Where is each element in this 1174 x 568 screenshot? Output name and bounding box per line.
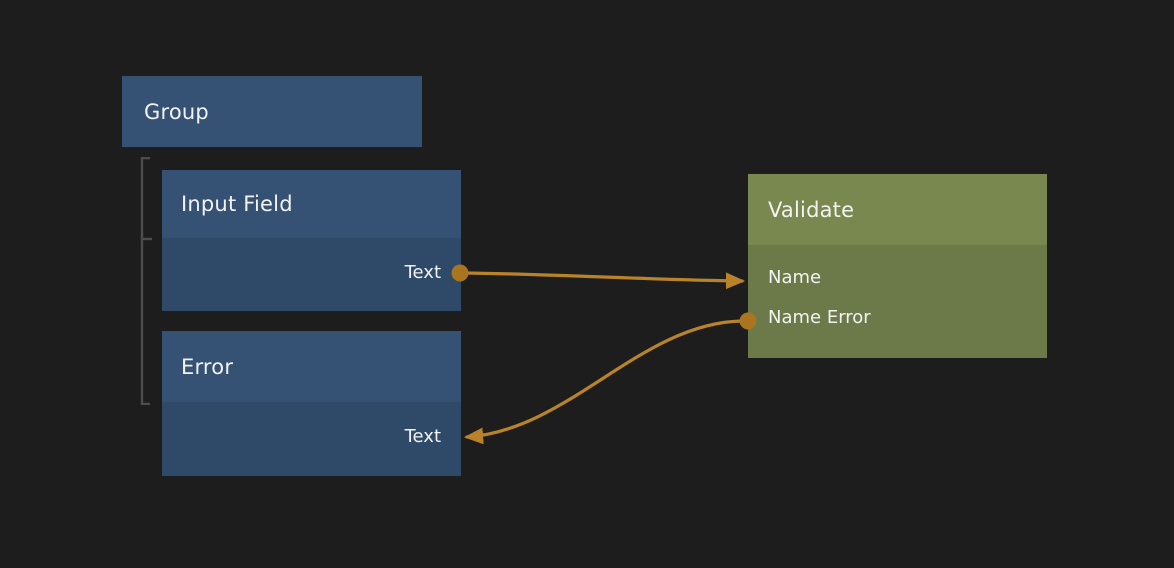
node-group-header[interactable]: Group (122, 76, 422, 147)
node-validate-body: Name Name Error (748, 245, 1047, 358)
node-validate-header[interactable]: Validate (748, 174, 1047, 245)
port-label: Text (404, 262, 441, 283)
port-validate-name-error-output[interactable]: Name Error (768, 307, 871, 328)
node-error-header[interactable]: Error (162, 331, 461, 402)
node-group[interactable]: Group (122, 76, 422, 147)
node-input-field-header[interactable]: Input Field (162, 170, 461, 238)
port-label: Name Error (768, 307, 871, 328)
port-label: Name (768, 267, 822, 288)
node-input-field[interactable]: Input Field Text (162, 170, 461, 311)
node-validate-title: Validate (768, 197, 855, 222)
port-label: Text (404, 426, 441, 447)
node-error-body: Text (162, 402, 461, 476)
node-group-title: Group (144, 99, 209, 124)
node-input-field-title: Input Field (181, 192, 293, 216)
port-error-text-input[interactable]: Text (405, 426, 441, 447)
node-error[interactable]: Error Text (162, 331, 461, 476)
node-validate[interactable]: Validate Name Name Error (748, 174, 1047, 358)
node-input-field-body: Text (162, 238, 461, 311)
group-bracket (140, 157, 152, 405)
link-validate-name-error-to-error-text[interactable] (463, 312, 757, 445)
link-input-field-text-to-validate-name[interactable] (451, 264, 746, 290)
port-validate-name-input[interactable]: Name (768, 267, 821, 288)
port-input-field-text-output[interactable]: Text (405, 262, 441, 283)
node-error-title: Error (181, 354, 234, 379)
